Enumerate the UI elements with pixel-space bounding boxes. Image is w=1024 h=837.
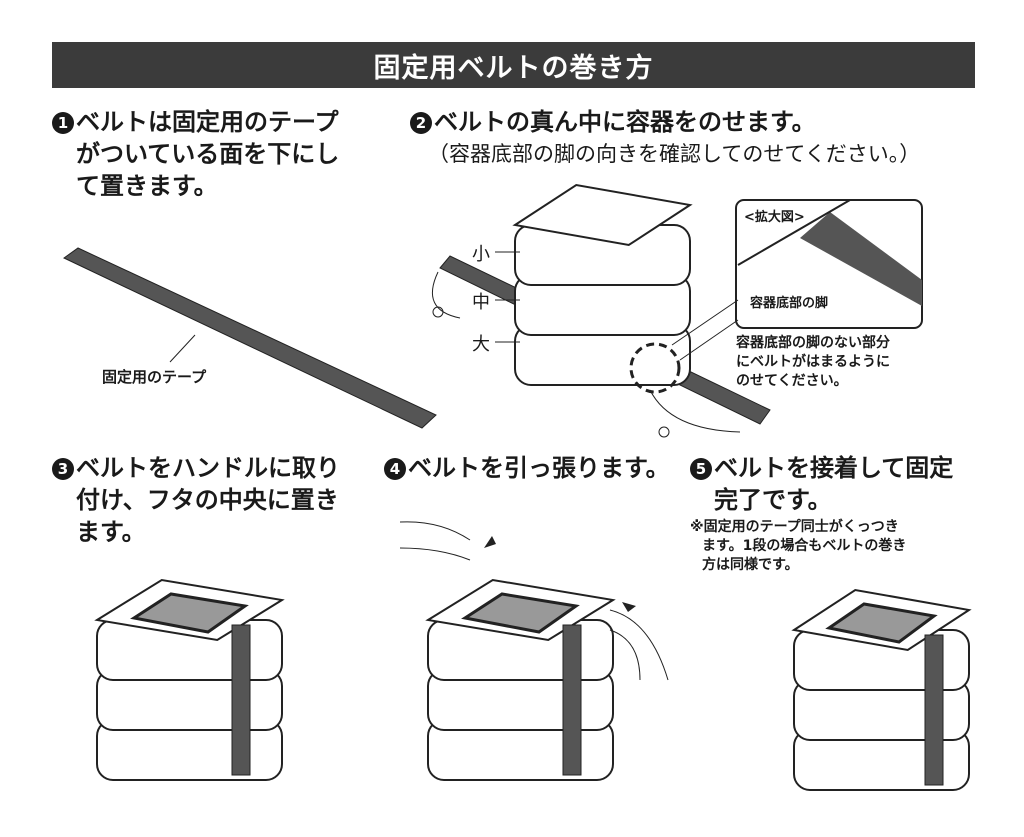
tier-large-label: 大 [472,334,490,355]
step-line: 完了です。 [714,486,832,514]
container-stack-step3 [94,578,285,781]
foot-label: 容器底部の脚 [750,296,829,311]
step-line: ベルトを引っ張ります。 [408,454,670,482]
step-number: 3 [52,458,74,480]
step-line: がついている面を下にし [76,140,340,168]
note-line: ※固定用のテープ同士がくっつき [690,519,899,535]
note-line: にベルトがはまるように [736,354,890,370]
step-number: 4 [384,458,406,480]
step-5-note: ※固定用のテープ同士がくっつき ます。1段の場合もベルトの巻き 方は同様です。 [690,518,906,575]
step-line: ベルトは固定用のテープ [76,108,339,136]
zoom-view-label: <拡大図> [744,210,805,225]
page-title: 固定用ベルトの巻き方 [52,42,975,88]
tape-label: 固定用のテープ [102,368,207,386]
note-line: ます。1段の場合もベルトの巻き [702,538,907,554]
container-stack-step5 [791,588,972,791]
placement-note: 容器底部の脚のない部分 にベルトがはまるように のせてください。 [736,334,890,391]
step-line: て置きます。 [76,172,218,200]
step-line: ます。 [76,518,146,546]
step-number: 5 [690,458,712,480]
tier-small-label: 小 [472,244,490,265]
note-line: のせてください。 [736,373,848,389]
note-line: 容器底部の脚のない部分 [736,335,890,351]
step-number: 2 [410,112,432,134]
step-line: ベルトを接着して固定 [714,454,954,482]
tier-medium-label: 中 [472,292,490,313]
container-stack-step4 [425,578,616,781]
step-line: ベルトの真ん中に容器をのせます。 [434,108,816,136]
step-number: 1 [52,112,74,134]
note-line: 方は同様です。 [702,557,799,573]
step-line: ベルトをハンドルに取り [76,454,340,482]
step-line: 付け、フタの中央に置き [76,486,339,514]
step-2-subtext: （容器底部の脚の向きを確認してのせてください。） [428,142,921,166]
